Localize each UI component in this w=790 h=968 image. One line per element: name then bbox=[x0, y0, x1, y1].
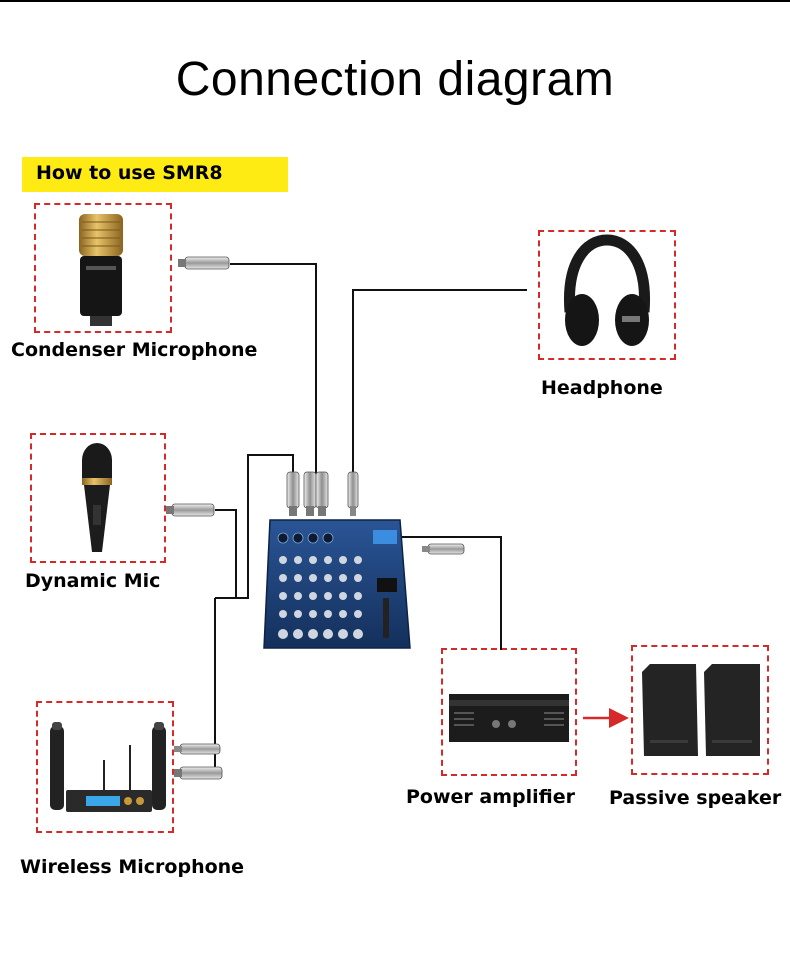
wireless-microphone-label: Wireless Microphone bbox=[20, 856, 245, 878]
passive-speaker-label: Passive speaker bbox=[609, 787, 782, 809]
dynamic-microphone-icon bbox=[82, 443, 112, 552]
condenser-microphone-box bbox=[34, 203, 172, 333]
xlr-plug-icon bbox=[303, 471, 317, 516]
wireless-microphone-box bbox=[36, 701, 174, 833]
passive-speaker-box bbox=[631, 645, 769, 775]
cables bbox=[214, 263, 527, 770]
dynamic-mic-label: Dynamic Mic bbox=[25, 570, 161, 592]
headphone-icon bbox=[563, 234, 651, 346]
jack-plug-icon bbox=[422, 543, 465, 555]
power-amplifier-icon bbox=[449, 694, 569, 742]
xlr-plug-icon bbox=[178, 256, 230, 270]
page-title: Connection diagram bbox=[175, 53, 615, 106]
headphone-box bbox=[538, 230, 676, 360]
condenser-microphone-icon bbox=[79, 214, 123, 326]
xlr-plug-icon bbox=[315, 471, 329, 516]
mixer-icon bbox=[263, 519, 411, 649]
power-amplifier-label: Power amplifier bbox=[406, 786, 575, 808]
banner: How to use SMR8 bbox=[22, 157, 288, 192]
top-rule bbox=[0, 0, 790, 2]
banner-text: How to use SMR8 bbox=[36, 162, 223, 184]
jack-plug-icon bbox=[347, 471, 359, 516]
dynamic-microphone-box bbox=[30, 433, 166, 563]
xlr-plug-icon bbox=[174, 766, 223, 780]
passive-speaker-icon bbox=[642, 664, 760, 756]
condenser-microphone-label: Condenser Microphone bbox=[11, 339, 258, 361]
jack-plug-icon bbox=[174, 743, 221, 755]
xlr-plug-icon bbox=[286, 471, 300, 516]
wireless-microphone-icon bbox=[50, 722, 166, 812]
xlr-plug-icon bbox=[166, 503, 215, 517]
power-amplifier-box bbox=[441, 648, 577, 776]
headphone-label: Headphone bbox=[541, 377, 663, 399]
